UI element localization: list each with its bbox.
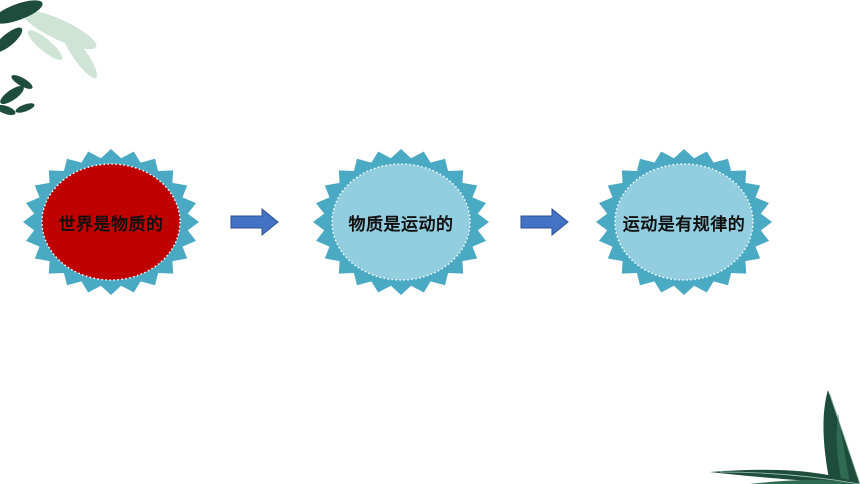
flow-node-1: 世界是物质的 bbox=[21, 147, 201, 297]
badge-shape-icon bbox=[23, 149, 199, 295]
leaf-decoration-top-left-icon bbox=[0, 0, 98, 116]
flow-node-1-label: 世界是物质的 bbox=[58, 214, 164, 235]
leaf-decoration-bottom-right-icon bbox=[710, 390, 860, 484]
flow-node-3-label: 运动是有规律的 bbox=[622, 214, 746, 235]
badge-shape-icon bbox=[596, 149, 772, 295]
flow-node-2-label: 物质是运动的 bbox=[348, 214, 454, 235]
badge-shape-icon bbox=[313, 149, 489, 295]
flow-node-3: 运动是有规律的 bbox=[594, 147, 774, 297]
flow-node-2: 物质是运动的 bbox=[311, 147, 491, 297]
right-arrow-icon bbox=[230, 208, 279, 236]
right-arrow-icon bbox=[520, 208, 569, 236]
